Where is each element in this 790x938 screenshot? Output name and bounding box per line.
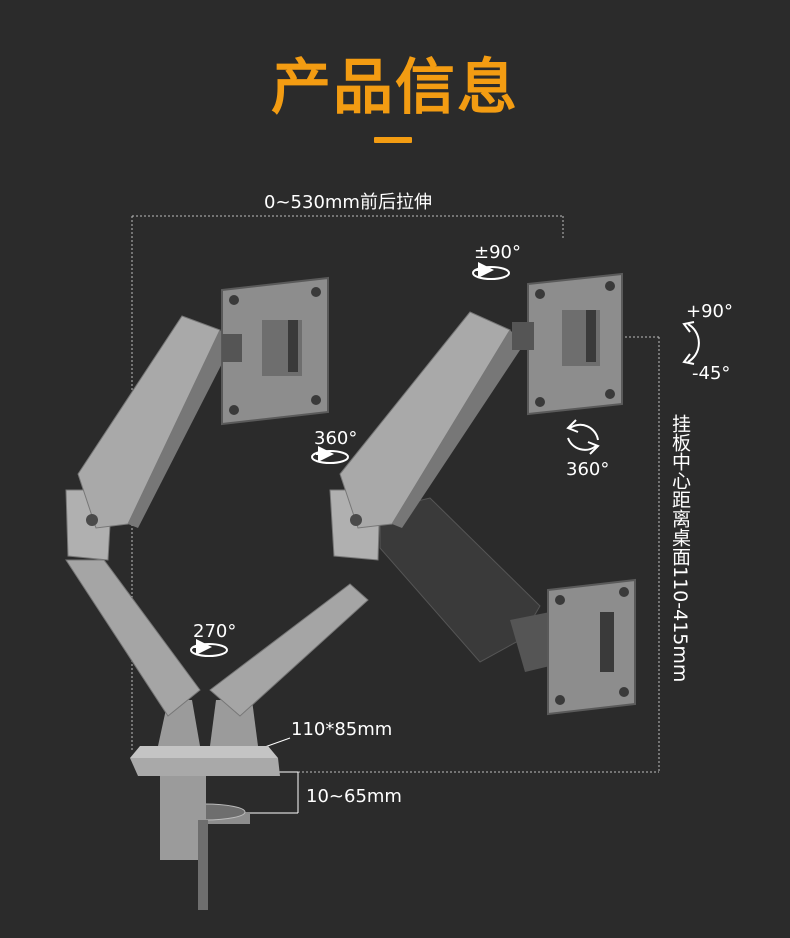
title-underline: [374, 137, 412, 143]
rotation-arrow-icon-elbow: [311, 446, 349, 464]
tilt-rotation-label: ±90°: [474, 242, 521, 263]
lowered-arm-shadow: [379, 497, 636, 716]
rotate-circle-icon: [566, 419, 600, 455]
base-size-label: 110*85mm: [291, 719, 393, 740]
tilt-up-label: +90°: [686, 301, 733, 322]
base-swivel-label: 270°: [193, 621, 237, 642]
rotation-arrow-icon-base: [190, 639, 228, 657]
left-arm: [65, 276, 329, 910]
rotation-arrow-icon-top: [472, 262, 510, 280]
right-arm: [209, 272, 623, 746]
plate-rotation-label: 360°: [566, 459, 610, 480]
page-title: 产品信息: [271, 53, 519, 123]
reach-label: 0~530mm前后拉伸: [264, 192, 432, 213]
tilt-arrow-icon: [682, 321, 700, 365]
tilt-down-label: -45°: [692, 363, 731, 384]
elbow-swivel-label: 360°: [314, 428, 358, 449]
clamp-range-label: 10~65mm: [306, 786, 402, 807]
height-range-label: 挂板中心距离桌面110-415mm: [669, 414, 691, 683]
